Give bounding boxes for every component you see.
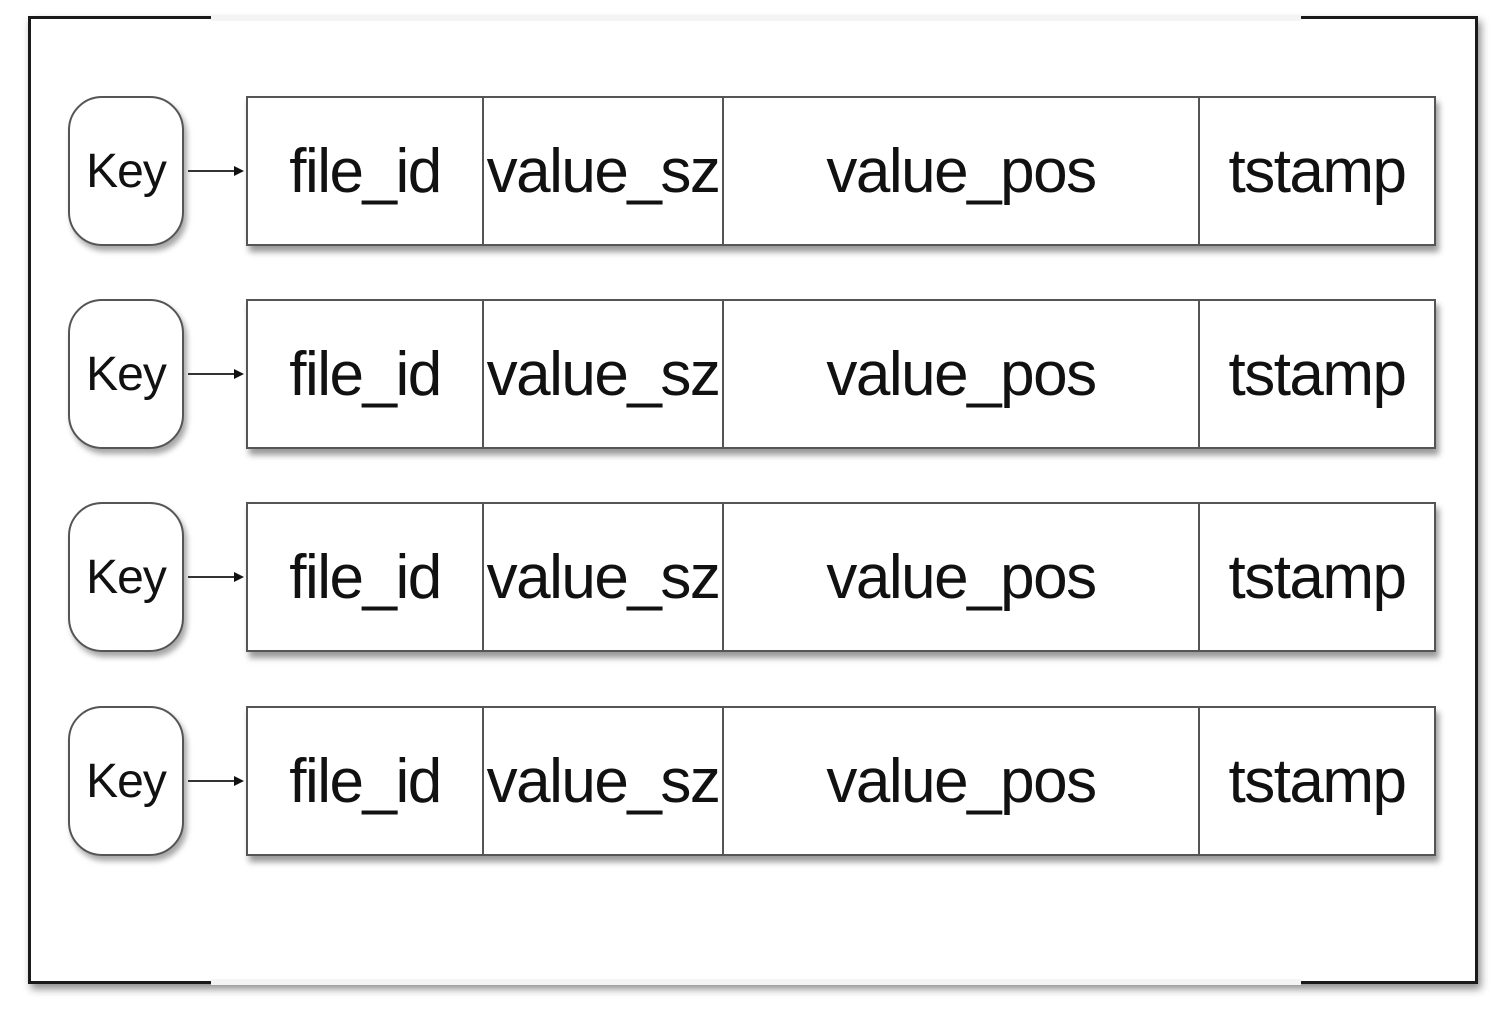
field-file-id: file_id xyxy=(248,708,484,854)
keydir-entry: Key file_id value_sz value_pos tstamp xyxy=(0,706,1508,866)
keydir-record: file_id value_sz value_pos tstamp xyxy=(246,299,1436,449)
keydir-entry: Key file_id value_sz value_pos tstamp xyxy=(0,502,1508,662)
field-value-pos: value_pos xyxy=(724,504,1200,650)
frame-gap-bottom xyxy=(211,979,1301,985)
field-value-sz: value_sz xyxy=(484,301,724,447)
field-file-id: file_id xyxy=(248,504,484,650)
field-tstamp: tstamp xyxy=(1228,542,1407,612)
key-node: Key xyxy=(68,502,184,652)
pointer-arrow-icon xyxy=(188,166,244,176)
pointer-arrow-icon xyxy=(188,369,244,379)
field-value-pos: value_pos xyxy=(724,708,1200,854)
pointer-arrow-icon xyxy=(188,572,244,582)
field-file-id: file_id xyxy=(248,98,484,244)
key-node: Key xyxy=(68,299,184,449)
key-node: Key xyxy=(68,706,184,856)
field-tstamp: tstamp xyxy=(1228,339,1407,409)
frame-gap-top xyxy=(211,15,1301,21)
field-value-sz: value_sz xyxy=(484,98,724,244)
field-value-sz: value_sz xyxy=(484,504,724,650)
field-value-pos: value_pos xyxy=(724,301,1200,447)
field-value-pos: value_pos xyxy=(724,98,1200,244)
field-file-id: file_id xyxy=(248,301,484,447)
keydir-entry: Key file_id value_sz value_pos tstamp xyxy=(0,299,1508,459)
pointer-arrow-icon xyxy=(188,776,244,786)
key-node: Key xyxy=(68,96,184,246)
field-value-sz: value_sz xyxy=(484,708,724,854)
keydir-record: file_id value_sz value_pos tstamp xyxy=(246,96,1436,246)
field-tstamp: tstamp xyxy=(1228,746,1407,816)
keydir-entry: Key file_id value_sz value_pos tstamp xyxy=(0,96,1508,256)
keydir-record: file_id value_sz value_pos tstamp xyxy=(246,502,1436,652)
keydir-record: file_id value_sz value_pos tstamp xyxy=(246,706,1436,856)
field-tstamp: tstamp xyxy=(1228,136,1407,206)
